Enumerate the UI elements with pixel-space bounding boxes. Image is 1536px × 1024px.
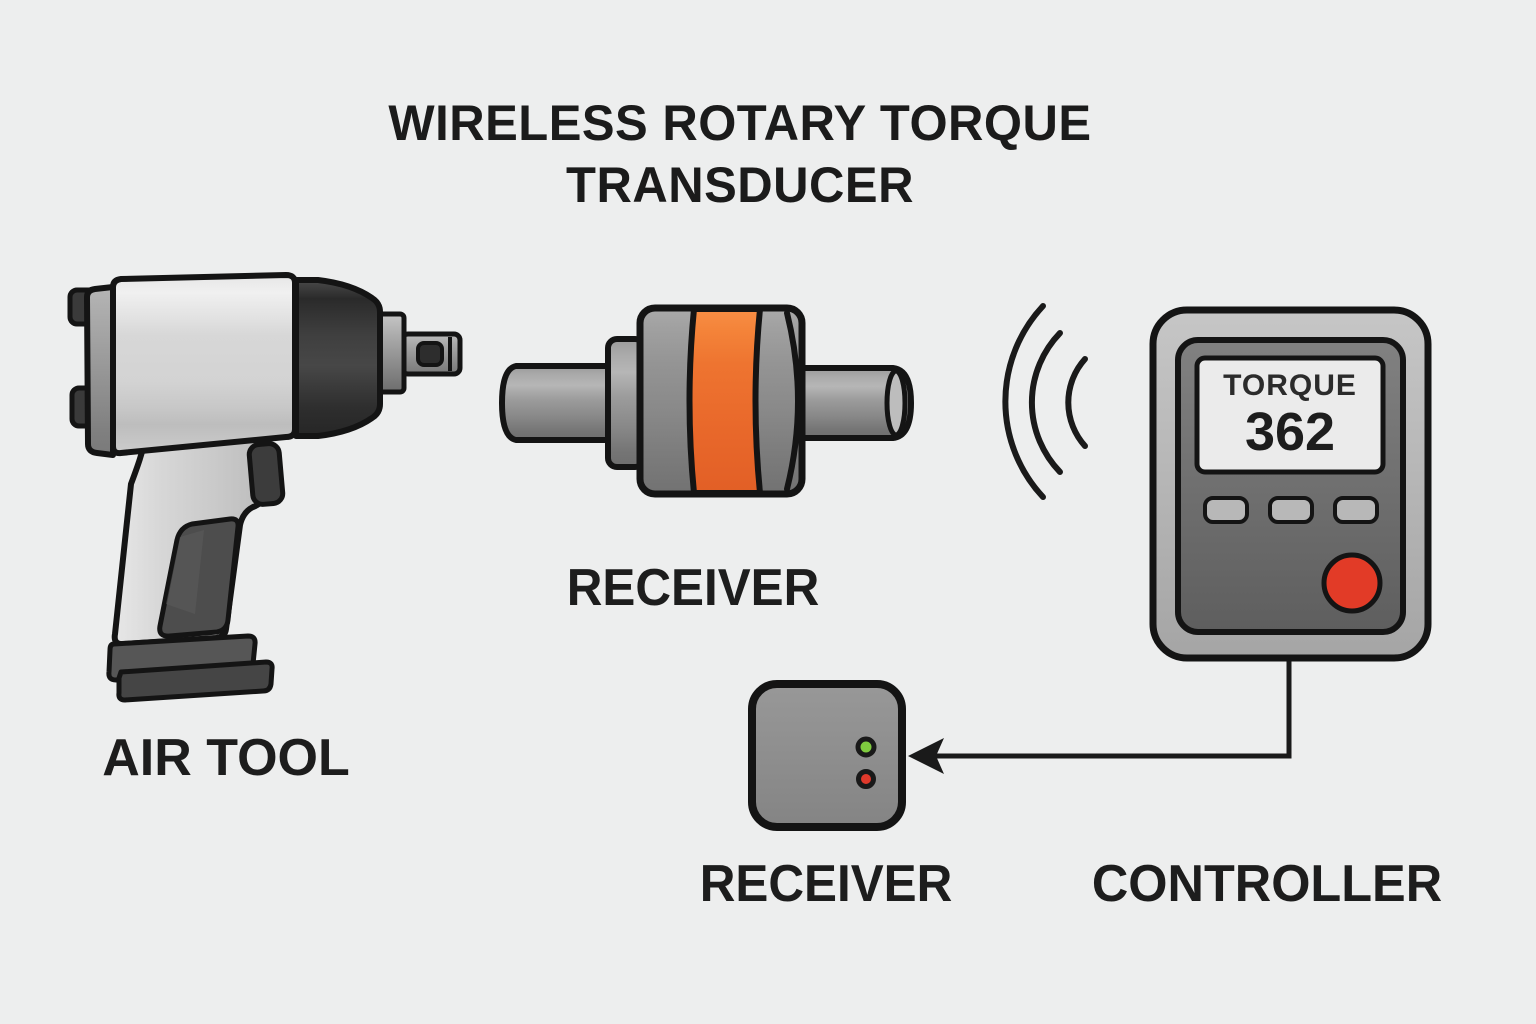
receiver-box — [748, 680, 906, 831]
transducer-receiver-label: RECEIVER — [566, 559, 820, 617]
display-title: TORQUE — [1223, 369, 1357, 402]
controller-illustration — [1149, 306, 1432, 662]
controller-display: TORQUE 362 — [1197, 358, 1383, 472]
diagram-title: WIRELESS ROTARY TORQUE TRANSDUCER — [277, 92, 1202, 216]
arrow-head-icon — [908, 738, 944, 774]
trigger — [246, 441, 286, 507]
rear-cap — [84, 284, 116, 458]
shaft-end-face — [884, 368, 908, 438]
drum-rim-arc — [784, 310, 801, 492]
title-line-1: WIRELESS ROTARY TORQUE — [388, 95, 1092, 151]
air-tool-illustration — [67, 272, 463, 703]
anvil-retainer-hole — [416, 341, 444, 367]
status-led-green — [855, 736, 877, 758]
impact-wrench-body — [110, 272, 298, 457]
wire-connector — [922, 658, 1292, 759]
hammer-case-cone — [293, 277, 383, 439]
controller-button — [1203, 496, 1249, 524]
signal-arc-medium — [1028, 330, 1063, 475]
transducer-illustration — [499, 304, 914, 498]
controller-power-button — [1321, 552, 1383, 614]
signal-arc-small — [1065, 356, 1088, 449]
receiver-unit-label: RECEIVER — [699, 855, 953, 913]
status-led-red — [856, 769, 876, 789]
receiver-box-illustration — [748, 680, 906, 831]
controller-button — [1333, 496, 1379, 524]
signal-arc-large — [1002, 303, 1046, 500]
air-tool-label: AIR TOOL — [102, 729, 350, 787]
title-line-2: TRANSDUCER — [566, 157, 914, 213]
grip-pad-highlight — [166, 530, 204, 614]
wireless-signal-icon — [1002, 303, 1088, 500]
controller-button — [1268, 496, 1314, 524]
grip-base-step-2 — [116, 659, 275, 703]
controller-label: CONTROLLER — [1091, 855, 1443, 913]
controller-screen — [1194, 355, 1386, 475]
transducer-orange-band — [686, 306, 763, 496]
display-torque-value: 362 — [1244, 402, 1336, 462]
transducer-shaft-left — [499, 363, 615, 443]
